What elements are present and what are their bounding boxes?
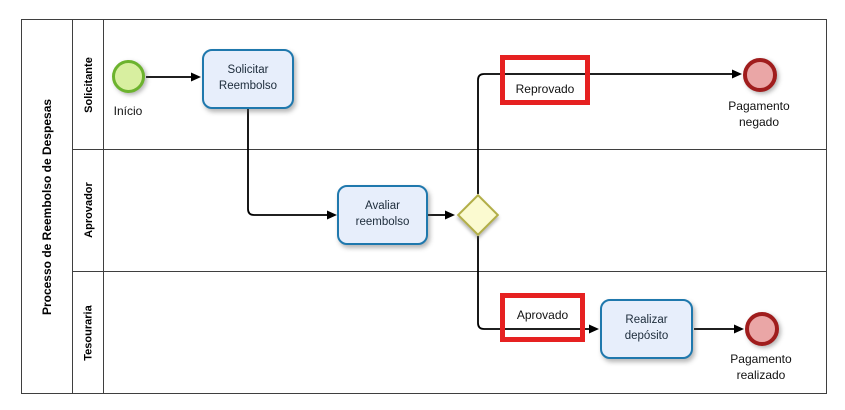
highlight-box-reprovado[interactable]: Reprovado (500, 55, 590, 105)
bpmn-pool: Processo de Reembolso de Despesas Solici… (21, 19, 827, 394)
lane-aprovador-label: Aprovador (82, 182, 95, 238)
lane-aprovador: Aprovador (73, 149, 104, 271)
lane-solicitante-label: Solicitante (82, 56, 95, 113)
end-realizado-label: Pagamento realizado (730, 352, 792, 382)
flow-label-reprovado: Reprovado (515, 82, 575, 96)
lane-tesouraria-label: Tesouraria (82, 305, 95, 361)
lane-separator-2 (73, 271, 826, 272)
end-negado-label: Pagamento negado (728, 99, 790, 129)
start-event[interactable] (112, 60, 145, 93)
task-realizar-deposito[interactable]: Realizar depósito (600, 299, 693, 359)
end-event-pagamento-realizado[interactable] (745, 312, 779, 346)
highlight-box-aprovado[interactable]: Aprovado (500, 293, 585, 342)
task-avaliar-reembolso[interactable]: Avaliar reembolso (337, 185, 428, 245)
lane-label-band: Solicitante Aprovador Tesouraria (73, 20, 104, 393)
flow-label-aprovado: Aprovado (516, 308, 569, 322)
pool-title-band: Processo de Reembolso de Despesas (22, 20, 73, 393)
lane-tesouraria: Tesouraria (73, 271, 104, 395)
lane-solicitante: Solicitante (73, 20, 104, 149)
task-solicitar-reembolso[interactable]: Solicitar Reembolso (202, 49, 294, 109)
pool-title: Processo de Reembolso de Despesas (40, 98, 54, 315)
end-event-pagamento-negado[interactable] (743, 58, 777, 92)
lane-separator-1 (73, 149, 826, 150)
start-event-label: Início (113, 104, 143, 118)
